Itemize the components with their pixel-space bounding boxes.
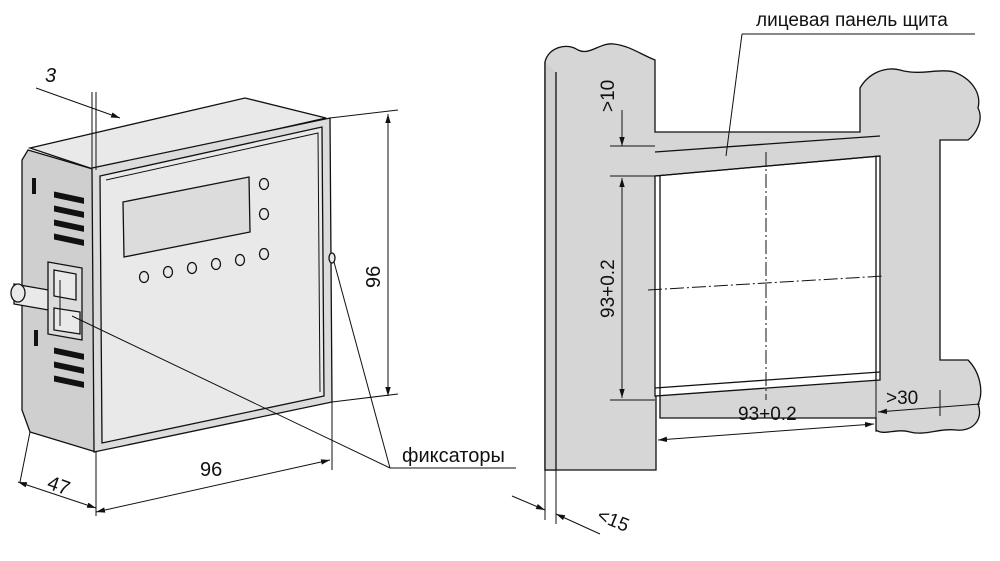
cutout-top-edge [654, 155, 881, 177]
depth-47-label: 47 [44, 472, 72, 500]
device-front-inner-edge [105, 132, 321, 393]
device-body [10, 97, 336, 453]
height-96-label: 96 [363, 266, 385, 288]
cutout-height-label: 93+0.2 [598, 259, 619, 318]
gap-right-label: >30 [886, 388, 918, 409]
cutout-width-label: 93+0.2 [738, 404, 797, 425]
panel-thickness-label: <15 [594, 505, 632, 537]
panel-cutout [654, 155, 881, 397]
panel-strip-top [654, 135, 881, 153]
cutout-bottom-inner [654, 371, 881, 389]
display-window [122, 176, 251, 258]
front-panel-label: лицевая панель щита [756, 10, 948, 31]
latch-clamp [10, 261, 83, 341]
right-latch [328, 252, 336, 264]
width-96-label: 96 [200, 459, 222, 481]
panel-edge [544, 62, 557, 471]
indicator-leds [258, 177, 270, 221]
horizontal-center-line [647, 275, 885, 291]
left-dimension-lines [17, 87, 516, 516]
right-dimension-lines [511, 33, 981, 535]
device-top-face [27, 97, 327, 171]
offset-3-label: 3 [45, 65, 56, 87]
device-front-panel [99, 126, 325, 444]
side-vents [32, 178, 84, 388]
panel-frame [544, 43, 982, 471]
front-buttons [138, 247, 270, 284]
gap-top-label: >10 [598, 80, 619, 112]
latches-label: фиксаторы [402, 445, 505, 467]
